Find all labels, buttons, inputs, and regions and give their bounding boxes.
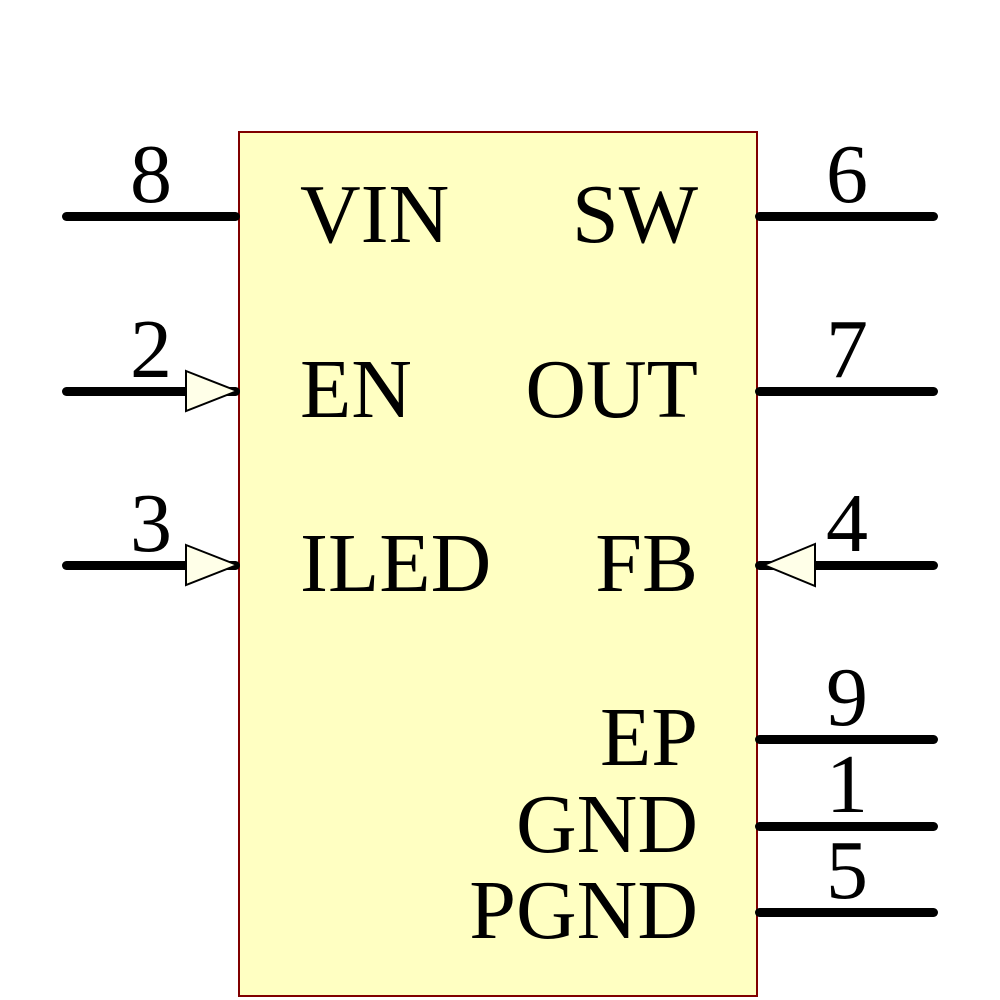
pin-wire-ep	[755, 735, 938, 744]
pin-wire-pgnd	[755, 908, 938, 917]
pin-label-gnd: GND	[516, 778, 698, 871]
input-arrow-icon	[185, 369, 240, 413]
pin-label-ep: EP	[599, 691, 698, 784]
pin-wire-vin	[62, 212, 240, 221]
pin-label-en: EN	[300, 343, 412, 436]
pin-number-sw: 6	[826, 128, 868, 221]
pin-number-iled: 3	[130, 477, 172, 570]
ic-component-body	[238, 131, 758, 997]
pin-wire-en	[62, 387, 240, 396]
pin-number-gnd: 1	[826, 738, 868, 831]
pin-number-fb: 4	[826, 477, 868, 570]
pin-wire-fb	[755, 561, 938, 570]
pin-label-pgnd: PGND	[469, 864, 698, 957]
pin-number-pgnd: 5	[826, 824, 868, 917]
pin-wire-iled	[62, 561, 240, 570]
input-arrow-icon	[185, 543, 240, 587]
pin-label-sw: SW	[572, 168, 698, 261]
pin-label-vin: VIN	[300, 168, 450, 261]
pin-number-ep: 9	[826, 651, 868, 744]
pin-number-out: 7	[826, 303, 868, 396]
pin-number-en: 2	[130, 303, 172, 396]
pin-number-vin: 8	[130, 128, 172, 221]
pin-label-iled: ILED	[300, 517, 492, 610]
input-arrow-icon	[761, 542, 816, 588]
pin-wire-sw	[755, 212, 938, 221]
pin-label-out: OUT	[525, 343, 698, 436]
pin-wire-out	[755, 387, 938, 396]
pin-wire-gnd	[755, 822, 938, 831]
pin-label-fb: FB	[595, 517, 698, 610]
